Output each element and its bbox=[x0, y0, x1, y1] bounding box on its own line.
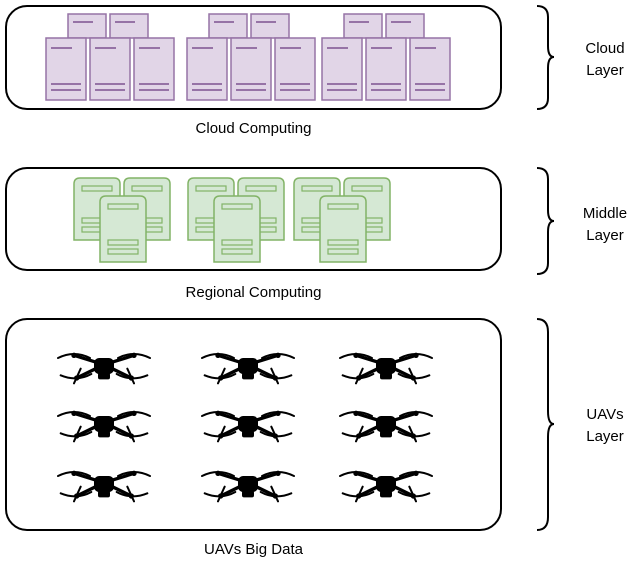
cloud-server-rack-icon bbox=[321, 13, 451, 101]
drone-icon bbox=[339, 410, 433, 443]
uav-layer-brace bbox=[536, 318, 555, 531]
drone-icon bbox=[57, 470, 151, 503]
drone-icon bbox=[57, 410, 151, 443]
drone-icon bbox=[339, 470, 433, 503]
drone-icon bbox=[201, 352, 295, 385]
drone-icon bbox=[201, 410, 295, 443]
regional-server-icon bbox=[293, 177, 391, 263]
uav-layer-label-line2: Layer bbox=[586, 428, 624, 445]
middle-layer-brace bbox=[536, 167, 555, 275]
uavs-big-data-caption: UAVs Big Data bbox=[204, 541, 303, 558]
cloud-server-rack-icon bbox=[186, 13, 316, 101]
uav-layer-label-line1: UAVs bbox=[586, 406, 624, 423]
uav-layer-label: UAVs Layer bbox=[565, 404, 632, 448]
middle-layer-label: Middle Layer bbox=[565, 203, 632, 247]
middle-layer-label-line2: Layer bbox=[586, 227, 624, 244]
regional-computing-caption: Regional Computing bbox=[185, 284, 322, 301]
middle-layer-label-line1: Middle bbox=[582, 205, 628, 222]
cloud-server-rack-icon bbox=[45, 13, 175, 101]
cloud-layer-label-line1: Cloud bbox=[585, 40, 625, 57]
regional-server-icon bbox=[187, 177, 285, 263]
drone-icon bbox=[339, 352, 433, 385]
regional-server-icon bbox=[73, 177, 171, 263]
cloud-computing-caption: Cloud Computing bbox=[195, 120, 312, 137]
cloud-layer-label-line2: Layer bbox=[586, 62, 624, 79]
drone-icon bbox=[201, 470, 295, 503]
cloud-layer-label: Cloud Layer bbox=[565, 38, 632, 82]
drone-icon bbox=[57, 352, 151, 385]
cloud-layer-brace bbox=[536, 5, 555, 110]
